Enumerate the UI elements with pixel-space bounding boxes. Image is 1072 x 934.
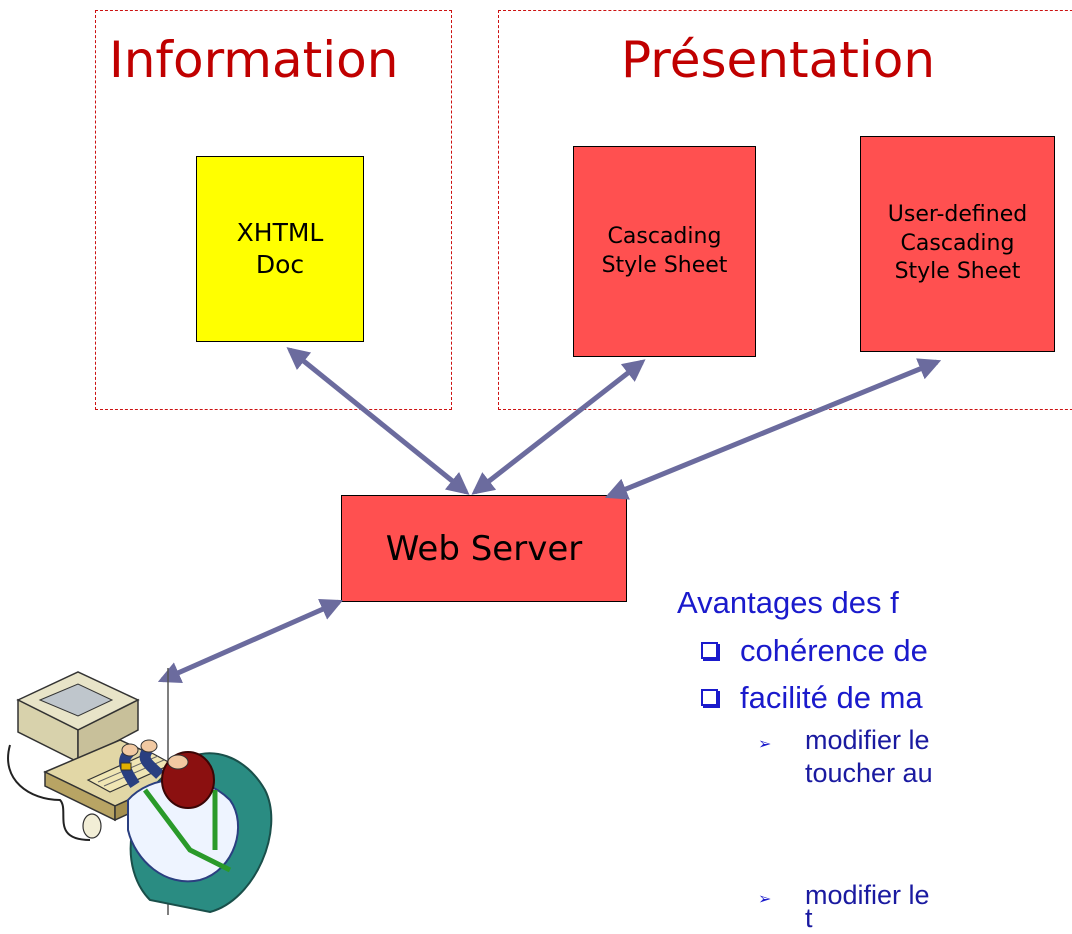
advantage-item-2-text: facilité de ma <box>740 680 923 715</box>
subitem-1-arrow: ➢ <box>758 736 772 753</box>
advantage-item-1-text: cohérence de <box>740 633 928 668</box>
user-css-doc-box: User-defined Cascading Style Sheet <box>860 136 1055 352</box>
subitem-2-line2: t <box>805 903 813 933</box>
connection-arrows <box>157 347 942 684</box>
user-css-doc-line3: Style Sheet <box>894 259 1021 285</box>
arrow-xhtml-server <box>286 347 470 495</box>
css-doc-box: Cascading Style Sheet <box>573 146 756 357</box>
web-server-label: Web Server <box>385 528 583 569</box>
checkbox-square-icon <box>701 689 718 706</box>
user-css-doc-line1: User-defined <box>887 202 1028 228</box>
css-doc-line2: Style Sheet <box>601 252 728 278</box>
css-doc-line1: Cascading <box>607 223 722 249</box>
web-server-box: Web Server <box>341 495 627 602</box>
checkbox-square-icon <box>701 642 718 659</box>
information-section <box>95 10 452 410</box>
xhtml-doc-line1: XHTML <box>236 217 324 247</box>
arrow-user-css-server <box>604 358 942 500</box>
subitem-1-line2: toucher au <box>805 758 933 788</box>
subitem-2-line1: modifier le <box>805 880 930 910</box>
advantage-item-2: facilité de ma <box>701 680 923 716</box>
advantages-heading: Avantages des f <box>677 585 899 620</box>
person-at-computer-icon <box>7 668 273 915</box>
subitem-2-arrow: ➢ <box>758 891 772 908</box>
arrow-user-server <box>157 598 344 684</box>
presentation-title: Présentation <box>621 31 936 89</box>
advantage-item-1: cohérence de <box>701 633 928 669</box>
xhtml-doc-line2: Doc <box>255 250 305 279</box>
user-css-doc-line2: Cascading <box>900 230 1015 256</box>
subitem-1-line1: modifier le <box>805 725 930 755</box>
xhtml-doc-box: XHTML Doc <box>196 156 364 342</box>
information-title: Information <box>109 31 399 89</box>
